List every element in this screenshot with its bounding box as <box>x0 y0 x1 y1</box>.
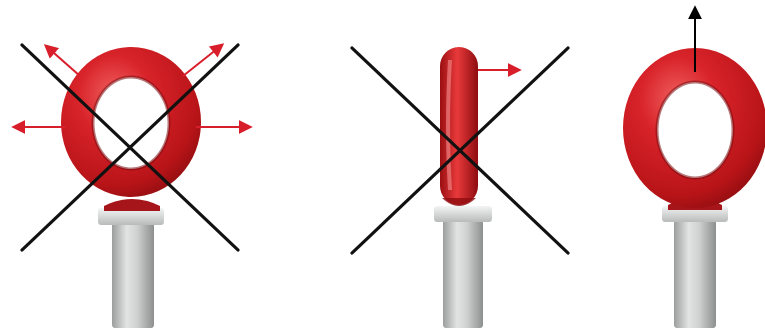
force-arrow-icon <box>11 43 253 134</box>
panel-side-load <box>11 43 253 328</box>
eye-bolt <box>434 47 492 328</box>
eye-bolt <box>61 47 201 328</box>
eye-bolt <box>623 48 765 328</box>
panel-edgewise-load <box>350 46 570 328</box>
prohibited-cross-icon <box>20 43 240 252</box>
panel-inline-load <box>623 5 765 328</box>
prohibited-cross-icon <box>350 46 570 255</box>
